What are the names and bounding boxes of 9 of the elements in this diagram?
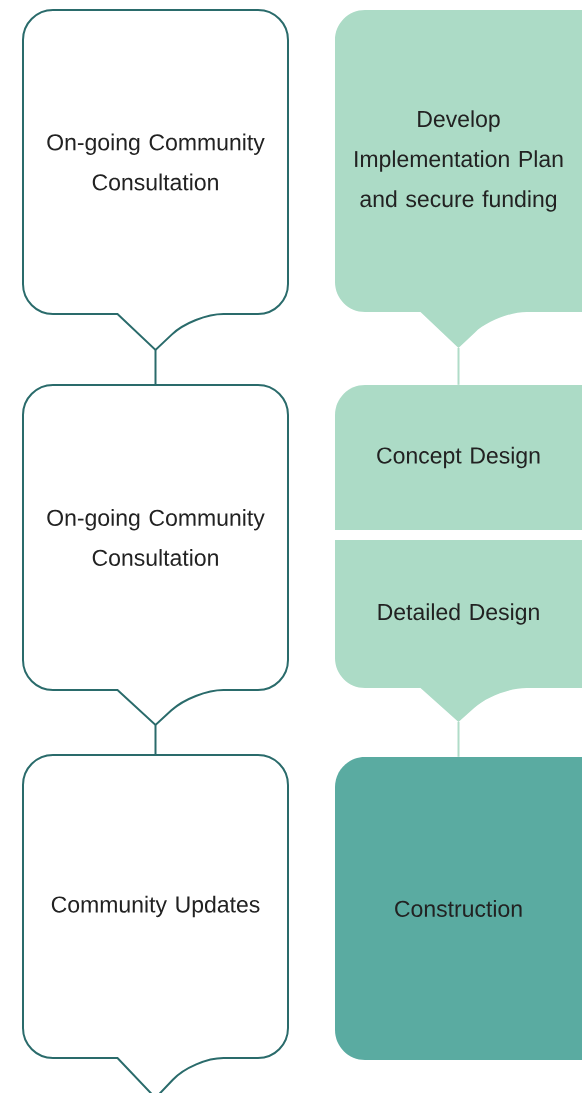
process-box: Detailed Design: [335, 540, 582, 722]
process-box: Concept Design: [335, 385, 582, 530]
connector-line: [457, 721, 460, 758]
connector-line: [457, 347, 460, 386]
callout-box: On-going Community Consultation: [22, 9, 289, 351]
callout-box: On-going Community Consultation: [22, 384, 289, 726]
process-box: Construction: [335, 757, 582, 1060]
callout-box: Community Updates: [22, 754, 289, 1093]
process-box: Develop Implementation Plan and secure funding: [335, 10, 582, 348]
